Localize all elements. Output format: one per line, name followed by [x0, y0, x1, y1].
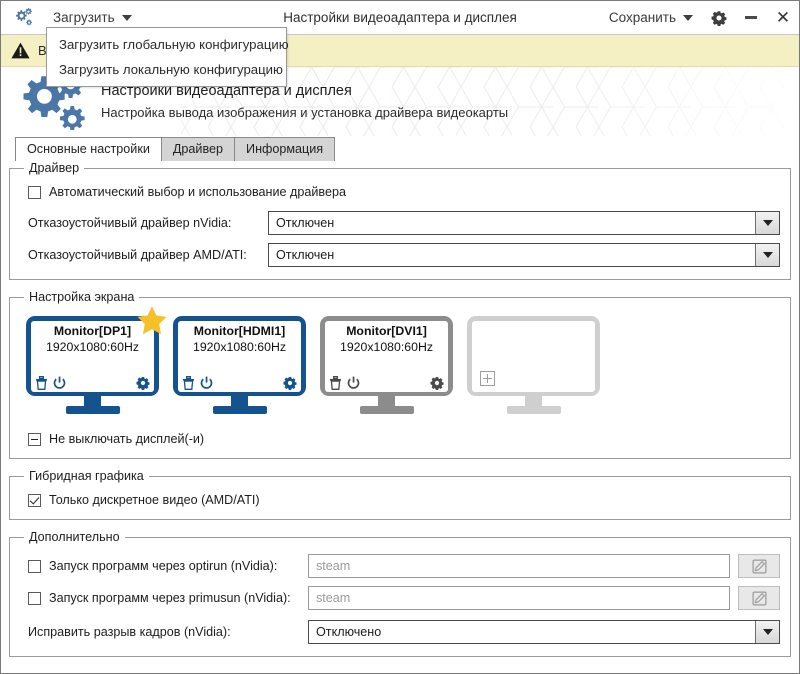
header-banner: Настройки видеоадаптера и дисплея Настро…: [1, 67, 799, 137]
settings-button[interactable]: [703, 1, 735, 35]
gear-icon: [711, 10, 727, 26]
hybrid-graphics-group: Гибридная графика Только дискретное виде…: [9, 469, 791, 520]
driver-group-legend: Драйвер: [29, 161, 80, 175]
primary-monitor-star-icon: [137, 306, 167, 335]
chevron-down-icon[interactable]: [755, 621, 779, 643]
monitor-resolution: 1920x1080:60Hz: [193, 340, 286, 354]
load-menu-label: Загрузить: [53, 10, 115, 25]
nvidia-fallback-label: Отказоустойчивый драйвер nVidia:: [28, 216, 232, 230]
optirun-input[interactable]: steam: [308, 554, 730, 578]
chevron-down-icon[interactable]: [755, 212, 779, 234]
edit-pencil-icon: [752, 591, 766, 605]
menu-item-load-global-config[interactable]: Загрузить глобальную конфигурацию: [59, 37, 289, 52]
monitor-list: Monitor[DP1] 1920x1080:60Hz: [20, 306, 780, 422]
auto-driver-checkbox-row[interactable]: Автоматический выбор и использование дра…: [28, 185, 780, 199]
header-title: Настройки видеоадаптера и дисплея: [101, 83, 352, 99]
monitor-card[interactable]: Monitor[DVI1] 1920x1080:60Hz: [320, 316, 453, 414]
gear-icon[interactable]: [283, 376, 297, 390]
edit-pencil-icon: [752, 559, 766, 573]
load-menu-button[interactable]: Загрузить: [45, 1, 140, 34]
optirun-checkbox-row[interactable]: Запуск программ через optirun (nVidia):: [28, 559, 308, 573]
optirun-row: Запуск программ через optirun (nVidia): …: [28, 554, 780, 578]
power-icon[interactable]: [347, 376, 360, 390]
minimize-button[interactable]: [735, 1, 767, 35]
warning-text: В: [38, 43, 47, 58]
save-menu-label: Сохранить: [608, 10, 676, 25]
screen-config-legend: Настройка экрана: [29, 290, 135, 304]
monitor-card[interactable]: Monitor[DP1] 1920x1080:60Hz: [26, 306, 167, 414]
auto-driver-checkbox[interactable]: [28, 185, 41, 199]
monitor-hdmi1[interactable]: Monitor[HDMI1] 1920x1080:60Hz: [173, 316, 306, 396]
warning-triangle-icon: [11, 42, 30, 59]
load-dropdown-menu[interactable]: Загрузить глобальную конфигурацию Загруз…: [46, 27, 289, 87]
power-icon[interactable]: [200, 376, 213, 390]
gear-icon[interactable]: [136, 376, 150, 390]
monitor-name: Monitor[HDMI1]: [193, 324, 286, 338]
nvidia-fallback-row: Отказоустойчивый драйвер nVidia: Отключе…: [28, 211, 780, 235]
tearfix-label: Исправить разрыв кадров (nVidia):: [28, 625, 231, 639]
monitor-name: Monitor[DVI1]: [346, 324, 427, 338]
amd-fallback-label: Отказоустойчивый драйвер AMD/ATI:: [28, 248, 247, 262]
app-gears-icon: [1, 7, 45, 28]
additional-group-legend: Дополнительно: [29, 530, 120, 544]
close-icon: ✕: [775, 8, 791, 27]
trash-icon[interactable]: [35, 376, 48, 390]
power-icon[interactable]: [53, 376, 66, 390]
additional-group: Дополнительно Запуск программ через opti…: [9, 530, 791, 657]
chevron-down-icon[interactable]: [755, 244, 779, 266]
amd-fallback-select[interactable]: Отключен: [268, 243, 780, 267]
hybrid-graphics-legend: Гибридная графика: [29, 469, 144, 483]
amd-fallback-value: Отключен: [276, 248, 335, 262]
trash-icon[interactable]: [329, 376, 342, 390]
trash-icon[interactable]: [182, 376, 195, 390]
monitor-dvi1[interactable]: Monitor[DVI1] 1920x1080:60Hz: [320, 316, 453, 396]
driver-group: Драйвер Автоматический выбор и использов…: [9, 161, 791, 280]
monitor-name: Monitor[DP1]: [53, 324, 132, 338]
discrete-video-checkbox[interactable]: [28, 493, 41, 507]
chevron-down-icon: [121, 14, 132, 21]
add-monitor-slot[interactable]: [467, 316, 600, 396]
tab-content-main-settings: Драйвер Автоматический выбор и использов…: [1, 161, 799, 657]
monitor-dp1[interactable]: Monitor[DP1] 1920x1080:60Hz: [26, 316, 159, 396]
gear-icon[interactable]: [430, 376, 444, 390]
nvidia-fallback-value: Отключен: [276, 216, 335, 230]
close-button[interactable]: ✕: [767, 1, 799, 35]
primusrun-checkbox[interactable]: [28, 591, 41, 605]
keep-display-on-checkbox[interactable]: [28, 432, 41, 446]
tab-information[interactable]: Информация: [234, 137, 336, 161]
menu-item-load-local-config[interactable]: Загрузить локальную конфигурацию: [59, 62, 283, 77]
optirun-label: Запуск программ через optirun (nVidia):: [49, 559, 278, 573]
primusrun-checkbox-row[interactable]: Запуск программ через primusun (nVidia):: [28, 591, 308, 605]
discrete-video-checkbox-row[interactable]: Только дискретное видео (AMD/ATI): [28, 493, 780, 507]
discrete-video-label: Только дискретное видео (AMD/ATI): [49, 493, 260, 507]
tab-strip: Основные настройки Драйвер Информация: [1, 137, 799, 161]
auto-driver-label: Автоматический выбор и использование дра…: [49, 185, 346, 199]
monitor-card[interactable]: Monitor[HDMI1] 1920x1080:60Hz: [173, 316, 306, 414]
primusrun-label: Запуск программ через primusun (nVidia):: [49, 591, 291, 605]
tab-main-settings[interactable]: Основные настройки: [15, 137, 162, 161]
chevron-down-icon: [683, 14, 693, 21]
tab-driver[interactable]: Драйвер: [160, 137, 236, 161]
header-subtitle: Настройка вывода изображения и установка…: [101, 105, 509, 120]
plus-icon[interactable]: [480, 371, 495, 386]
tearfix-value: Отключено: [316, 625, 382, 639]
keep-display-on-checkbox-row[interactable]: Не выключать дисплей(-и): [28, 432, 780, 446]
primusrun-input[interactable]: steam: [308, 586, 730, 610]
nvidia-fallback-select[interactable]: Отключен: [268, 211, 780, 235]
screen-config-group: Настройка экрана Monitor[DP1] 1920x1080:…: [9, 290, 791, 459]
optirun-checkbox[interactable]: [28, 559, 41, 573]
tearfix-select[interactable]: Отключено: [308, 620, 780, 644]
amd-fallback-row: Отказоустойчивый драйвер AMD/ATI: Отключ…: [28, 243, 780, 267]
primusrun-row: Запуск программ через primusun (nVidia):…: [28, 586, 780, 610]
monitor-resolution: 1920x1080:60Hz: [340, 340, 433, 354]
minimize-icon: [745, 16, 757, 19]
tearfix-row: Исправить разрыв кадров (nVidia): Отключ…: [28, 620, 780, 644]
optirun-edit-button[interactable]: [738, 554, 780, 578]
monitor-card-empty[interactable]: [467, 316, 600, 414]
save-menu-button[interactable]: Сохранить: [599, 1, 703, 35]
hexagon-pattern-background: [1, 67, 799, 136]
primusrun-edit-button[interactable]: [738, 586, 780, 610]
monitor-resolution: 1920x1080:60Hz: [46, 340, 139, 354]
keep-display-on-label: Не выключать дисплей(-и): [49, 432, 205, 446]
